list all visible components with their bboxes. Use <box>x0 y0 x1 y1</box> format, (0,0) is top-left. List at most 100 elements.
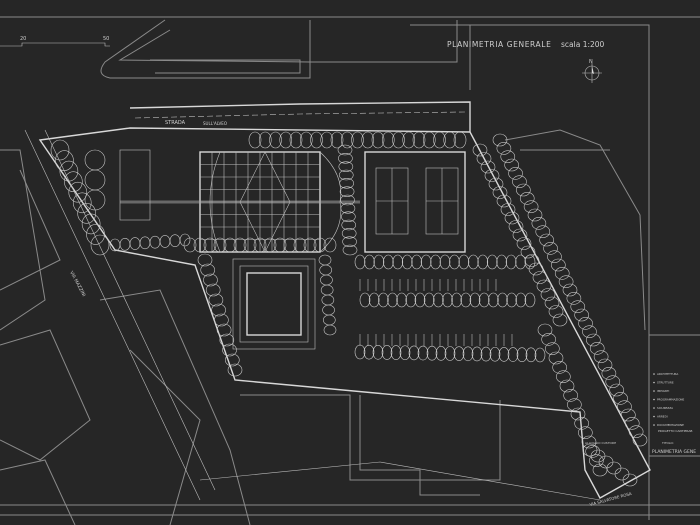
tree-icon <box>253 237 267 253</box>
main-sports-field <box>120 151 360 253</box>
tree-icon <box>77 203 96 224</box>
tree-icon <box>399 345 411 361</box>
tree-icon <box>313 237 327 253</box>
tree-icon <box>581 435 597 449</box>
title-block-item: DOCUMENTAZIONE <box>657 423 684 427</box>
tree-icon <box>592 463 608 477</box>
tree-icon <box>540 288 556 301</box>
tree-icon <box>449 254 460 270</box>
tree-icon <box>590 449 606 463</box>
tree-icon <box>420 254 432 270</box>
tree-icon <box>504 158 519 172</box>
tree-icon <box>605 375 621 388</box>
tree-icon <box>536 279 552 293</box>
tree-icon <box>453 346 465 361</box>
tree-icon <box>342 236 357 247</box>
tree-icon <box>597 358 613 372</box>
tree-icon <box>321 294 335 306</box>
tree-icon <box>460 292 472 308</box>
title-value: PLANIMETRIA GENE <box>652 449 696 455</box>
tree-icon <box>193 237 207 253</box>
tree-icon <box>149 235 161 249</box>
tree-icon <box>417 345 429 361</box>
street-label-via-mazzini: VIA MAZZINI <box>68 270 86 298</box>
tree-icon <box>578 426 593 439</box>
tree-icon <box>222 343 237 357</box>
site-boundary <box>24 101 651 501</box>
tree-icon <box>578 317 593 330</box>
tree-icon <box>50 139 70 161</box>
tree-icon <box>387 292 398 308</box>
tree-icon <box>477 254 489 270</box>
scale-bar <box>0 42 110 47</box>
tree-icon <box>519 192 535 205</box>
tree-icon <box>562 283 578 297</box>
tree-icon <box>337 144 353 156</box>
tree-icon <box>330 131 344 149</box>
tree-icon <box>480 346 492 362</box>
tree-icon <box>480 160 496 174</box>
tree-icon <box>372 344 384 360</box>
tree-icon <box>320 284 334 296</box>
tree-icon <box>497 292 508 308</box>
tree-icon <box>545 342 560 355</box>
tree-icon <box>213 237 227 253</box>
tree-icon <box>219 333 235 347</box>
tree-icon <box>563 389 578 402</box>
tree-icon <box>248 131 262 149</box>
tree-icon <box>516 237 532 250</box>
tree-icon <box>621 408 636 422</box>
tree-icon <box>233 237 247 253</box>
tree-icon <box>507 347 519 362</box>
parking <box>119 149 513 346</box>
tree-icon <box>622 473 638 487</box>
tree-icon <box>527 208 543 222</box>
tree-icon <box>472 143 488 157</box>
tree-icon <box>340 131 354 149</box>
tree-icon <box>601 367 617 380</box>
bullet-icon <box>653 390 655 392</box>
tree-icon <box>338 161 354 172</box>
tree-icon <box>55 150 74 171</box>
custodian-label: ALLOGGIO CUSTODE <box>585 441 616 445</box>
tree-icon <box>505 254 517 270</box>
north-arrow-icon <box>582 63 602 83</box>
tree-icon <box>598 455 614 469</box>
tree-icon <box>433 131 446 149</box>
tree-icon <box>293 237 307 253</box>
tree-icon <box>426 345 438 361</box>
tree-icon <box>566 292 582 305</box>
tree-icon <box>68 181 88 203</box>
tree-icon <box>559 379 575 393</box>
tree-icon <box>258 131 272 149</box>
tree-icon <box>289 131 303 149</box>
bullet-icon <box>653 407 655 409</box>
bullet-icon <box>653 381 655 384</box>
tree-icon <box>624 417 640 430</box>
street-label-sull-alveo: SULL'ALVEO <box>203 121 227 126</box>
tree-icon <box>373 254 385 270</box>
tree-icon <box>520 245 536 259</box>
tree-icon <box>524 254 540 267</box>
tree-icon <box>525 347 537 363</box>
tree-icon <box>381 345 393 360</box>
tree-icon <box>322 304 335 316</box>
tree-icon <box>453 131 467 149</box>
tree-icon <box>90 234 110 256</box>
tree-icon <box>401 254 413 270</box>
tree-icon <box>496 194 512 208</box>
tree-icon <box>489 346 501 362</box>
tree-icon <box>551 258 566 272</box>
tree-icon <box>159 235 171 248</box>
tree-icon <box>585 445 600 458</box>
tree-icon <box>392 254 404 270</box>
tree-icon <box>320 274 333 286</box>
tree-icon <box>392 131 405 149</box>
tree-icon <box>412 131 426 149</box>
tree-icon <box>451 292 462 308</box>
bullet-icon <box>653 415 655 418</box>
drawing-title: PLANIMETRIA GENERALE <box>447 40 551 49</box>
tree-icon <box>402 131 416 149</box>
tree-icon <box>547 250 562 263</box>
tree-icon <box>383 254 394 270</box>
